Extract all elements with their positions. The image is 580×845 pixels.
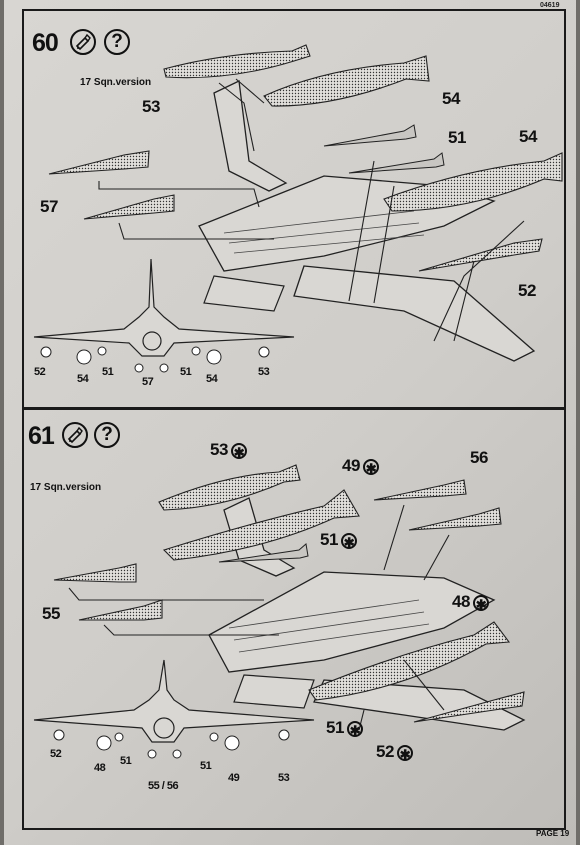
star-icon: ✱ [362, 458, 379, 476]
star-icon: ✱ [396, 744, 413, 762]
front-label-48: 48 [94, 762, 106, 774]
star-icon: ✱ [346, 720, 363, 738]
step-61-panel: 61 ? 17 Sqn.version [22, 408, 566, 830]
callout-53: 53 [142, 97, 160, 116]
front-view-aircraft [33, 258, 295, 357]
question-mark-icon: ? [104, 29, 130, 55]
store-53 [158, 464, 301, 511]
star-icon: ✱ [472, 594, 489, 612]
store-56-a [373, 479, 467, 501]
front-label-54: 54 [77, 373, 89, 385]
store-54-right [383, 152, 563, 212]
instruction-sheet: 04619 60 ? 17 Sqn.version [4, 0, 576, 845]
front-label-51b: 51 [180, 366, 192, 378]
sheet-code: 04619 [540, 2, 560, 9]
callout-55: 55 [42, 604, 60, 623]
front-label-51: 51 [102, 366, 114, 378]
version-label: 17 Sqn.version [30, 482, 102, 493]
callout-57: 57 [40, 197, 58, 216]
step-number: 61 [28, 422, 55, 450]
store-51-b [348, 152, 445, 174]
front-label-53: 53 [278, 772, 290, 784]
front-label-53: 53 [258, 366, 270, 378]
page-number: PAGE 19 [536, 829, 570, 838]
callout-52: 52 [518, 281, 536, 300]
store-48 [308, 621, 511, 701]
star-icon: ✱ [340, 532, 357, 550]
callout-54-right: 54 [519, 127, 537, 146]
store-55-b [78, 599, 163, 621]
front-label-51b: 51 [200, 760, 212, 772]
front-label-51: 51 [120, 755, 132, 767]
wing [293, 265, 536, 362]
store-51-a [323, 124, 417, 147]
store-52 [418, 238, 543, 272]
store-49 [162, 489, 360, 561]
store-56-b [408, 507, 502, 531]
glue-tube-icon [62, 422, 88, 448]
callout-51: 51 [448, 128, 466, 147]
store-51-top [218, 543, 309, 563]
store-52 [413, 691, 525, 723]
front-label-57: 57 [142, 376, 154, 388]
glue-tube-icon [70, 29, 96, 55]
step-61-drawing [33, 464, 526, 759]
intake [233, 674, 315, 709]
intake [203, 275, 285, 312]
front-view-aircraft [33, 659, 315, 743]
callout-48: 48✱ [452, 592, 489, 612]
version-label: 17 Sqn.version [80, 77, 152, 88]
star-icon: ✱ [230, 442, 247, 460]
front-label-52: 52 [50, 748, 62, 760]
store-57-b [83, 194, 175, 220]
store-53 [163, 44, 311, 79]
store-54-top [263, 55, 430, 107]
fuselage [208, 571, 496, 673]
store-55-a [53, 563, 137, 583]
callout-52: 52✱ [376, 742, 413, 762]
front-label-55-56: 55 / 56 [148, 780, 179, 792]
step-60-drawing [33, 44, 563, 373]
callout-56: 56 [470, 448, 488, 467]
front-label-54b: 54 [206, 373, 218, 385]
step-60-panel: 60 ? 17 Sqn.version [22, 9, 566, 409]
step-number: 60 [32, 29, 59, 57]
callout-54-top: 54 [442, 89, 460, 108]
callout-53: 53✱ [210, 440, 247, 460]
front-label-52: 52 [34, 366, 46, 378]
callout-49: 49✱ [342, 456, 379, 476]
store-57-a [48, 150, 150, 175]
callout-51-bottom: 51✱ [326, 718, 363, 738]
question-mark-icon: ? [94, 422, 120, 448]
wing [313, 679, 526, 731]
callout-51-top: 51✱ [320, 530, 357, 550]
front-label-49: 49 [228, 772, 240, 784]
